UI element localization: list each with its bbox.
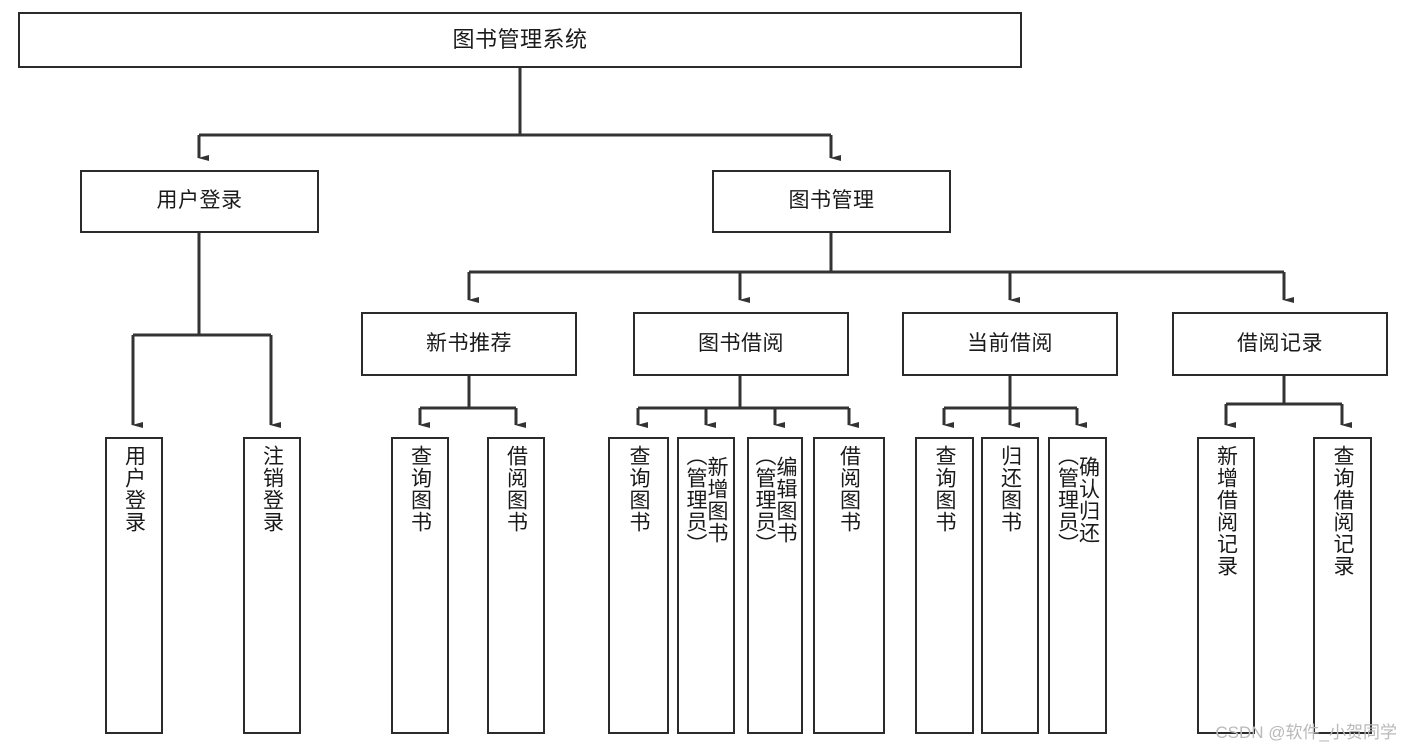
node-current-borrow[interactable]: 当前借阅 <box>902 312 1118 376</box>
node-book-management[interactable]: 图书管理 <box>712 170 951 233</box>
leaf-current-confirm-return-admin[interactable]: 确认归还 （管理员） <box>1048 437 1107 734</box>
leaf-user-login[interactable]: 用户登录 <box>105 437 163 734</box>
node-label: 查询图书 <box>627 445 650 533</box>
node-label: 新增借阅记录 <box>1214 445 1238 577</box>
node-label: 确认归还 （管理员） <box>1055 445 1100 555</box>
node-user-login[interactable]: 用户登录 <box>80 170 319 233</box>
node-label: 图书借阅 <box>698 331 784 355</box>
leaf-record-add-borrow-record[interactable]: 新增借阅记录 <box>1197 437 1255 734</box>
leaf-record-query-borrow-record[interactable]: 查询借阅记录 <box>1313 437 1372 734</box>
leaf-borrow-borrow-book[interactable]: 借阅图书 <box>813 437 885 734</box>
leaf-borrow-query-book[interactable]: 查询图书 <box>608 437 669 734</box>
node-label: 注销登录 <box>260 445 284 533</box>
node-root-library-management-system[interactable]: 图书管理系统 <box>18 12 1022 68</box>
leaf-current-query-book[interactable]: 查询图书 <box>915 437 974 734</box>
node-label: 查询图书 <box>408 445 432 533</box>
node-label: 用户登录 <box>122 445 146 533</box>
node-borrow-record[interactable]: 借阅记录 <box>1172 312 1388 376</box>
node-label: 查询借阅记录 <box>1331 445 1354 577</box>
node-label: 当前借阅 <box>967 331 1053 355</box>
node-new-book-recommend[interactable]: 新书推荐 <box>361 312 577 376</box>
watermark-text: CSDN @软件_小贺同学 <box>1215 723 1397 742</box>
leaf-borrow-add-book-admin[interactable]: 新增图书 （管理员） <box>677 437 735 734</box>
node-label: 借阅图书 <box>837 445 861 533</box>
node-label: 图书管理系统 <box>452 27 588 53</box>
leaf-recommend-borrow-book[interactable]: 借阅图书 <box>487 437 545 734</box>
node-label: 归还图书 <box>998 445 1022 533</box>
node-book-borrow[interactable]: 图书借阅 <box>633 312 849 376</box>
node-label: 编辑图书 （管理员） <box>753 445 797 555</box>
node-label: 借阅图书 <box>504 445 528 533</box>
node-label: 新增图书 （管理员） <box>684 445 728 555</box>
node-label: 用户登录 <box>156 189 243 213</box>
leaf-recommend-query-book[interactable]: 查询图书 <box>391 437 449 734</box>
node-label: 图书管理 <box>788 189 875 213</box>
leaf-borrow-edit-book-admin[interactable]: 编辑图书 （管理员） <box>747 437 803 734</box>
node-label: 查询图书 <box>933 445 956 533</box>
node-label: 新书推荐 <box>426 331 512 355</box>
leaf-current-return-book[interactable]: 归还图书 <box>981 437 1039 734</box>
node-label: 借阅记录 <box>1237 331 1323 355</box>
leaf-logout-login[interactable]: 注销登录 <box>243 437 301 734</box>
